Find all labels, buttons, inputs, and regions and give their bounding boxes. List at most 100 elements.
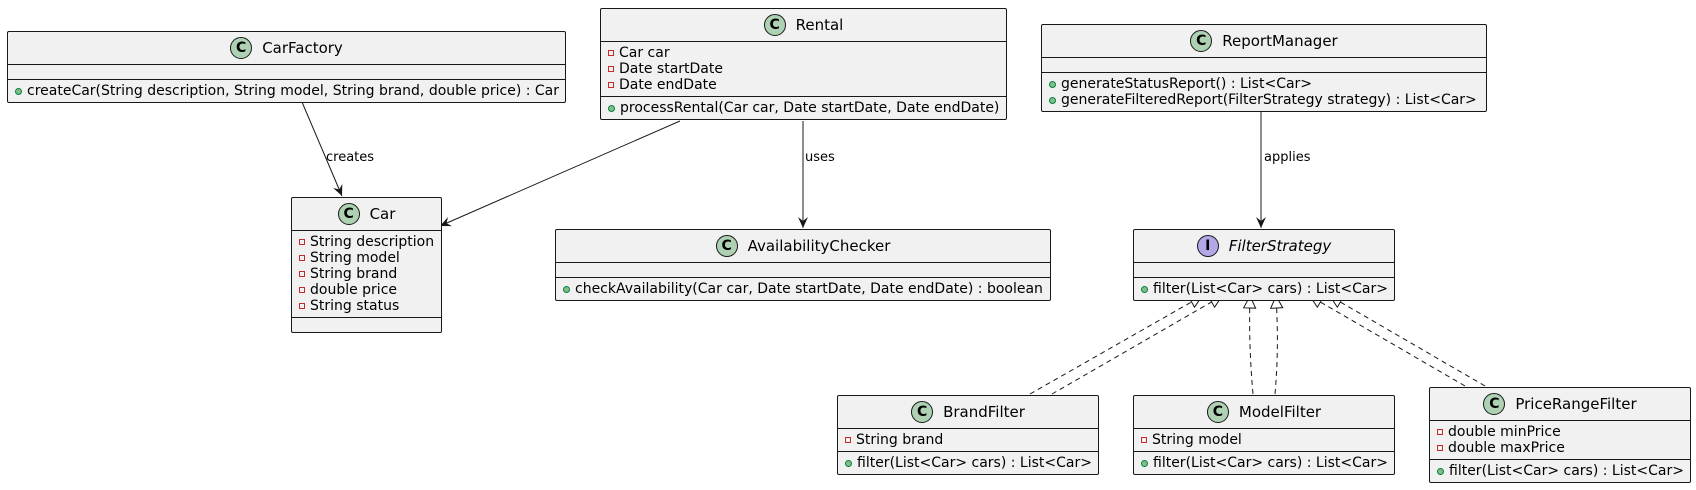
class-filterstrategy[interactable]: I FilterStrategy filter(List<Car> cars) : … (1133, 229, 1395, 301)
method-text: checkAvailability(Car car, Date startDat… (575, 281, 1043, 297)
class-badge-icon: C (1190, 30, 1213, 52)
brandfilter-realizes-strategy-b (1051, 296, 1222, 395)
private-visibility-icon (299, 287, 305, 293)
class-availabilitychecker[interactable]: C AvailabilityChecker checkAvailability(Ca… (555, 229, 1051, 301)
field-text: double price (310, 282, 398, 298)
class-badge-icon: C (337, 203, 360, 225)
method-text: processRental(Car car, Date startDate, D… (620, 100, 1000, 116)
class-header: C ReportManager (1042, 25, 1486, 58)
field-text: double minPrice (1448, 424, 1561, 440)
class-badge-icon: C (763, 14, 786, 36)
private-visibility-icon (1437, 445, 1443, 451)
private-visibility-icon (608, 66, 614, 72)
method-row: processRental(Car car, Date startDate, D… (608, 100, 1000, 116)
fields-section: String model (1134, 429, 1394, 452)
public-visibility-icon (563, 285, 570, 293)
public-visibility-icon (608, 104, 615, 112)
field-row: double minPrice (1437, 424, 1684, 440)
private-visibility-icon (608, 82, 614, 88)
method-text: createCar(String description, String mod… (27, 83, 560, 99)
field-row: double price (299, 282, 435, 298)
methods-section: filter(List<Car> cars) : List<Car> (838, 452, 1098, 474)
pricefilter-realizes-strategy-b (1330, 296, 1486, 387)
class-header: I FilterStrategy (1134, 230, 1394, 263)
methods-section: filter(List<Car> cars) : List<Car> (1134, 278, 1394, 300)
method-row: generateFilteredReport(FilterStrategy st… (1049, 92, 1480, 108)
method-text: generateFilteredReport(FilterStrategy st… (1061, 92, 1477, 108)
methods-section: checkAvailability(Car car, Date startDat… (556, 278, 1050, 300)
class-header: C AvailabilityChecker (556, 230, 1050, 263)
modelfilter-realizes-strategy-b (1275, 296, 1277, 395)
private-visibility-icon (299, 303, 305, 309)
class-name: FilterStrategy (1228, 237, 1332, 255)
uses-label: uses (805, 150, 835, 165)
class-badge-icon: C (1483, 393, 1506, 415)
methods-section (292, 318, 441, 332)
field-text: double maxPrice (1448, 440, 1565, 456)
field-row: String model (1141, 432, 1388, 448)
class-name: CarFactory (262, 39, 343, 57)
methods-section: filter(List<Car> cars) : List<Car> (1430, 460, 1690, 482)
field-text: Date startDate (619, 61, 723, 77)
carfactory-creates-car-arrow (298, 94, 343, 197)
field-row: Date endDate (608, 77, 1000, 93)
methods-section: generateStatusReport() : List<Car>genera… (1042, 73, 1486, 111)
method-row: createCar(String description, String mod… (15, 83, 559, 99)
brandfilter-realizes-strategy-a (1029, 296, 1202, 395)
private-visibility-icon (299, 239, 305, 245)
private-visibility-icon (1437, 429, 1443, 435)
method-row: filter(List<Car> cars) : List<Car> (1141, 455, 1388, 471)
private-visibility-icon (1141, 437, 1147, 443)
field-row: Date startDate (608, 61, 1000, 77)
fields-section (8, 65, 565, 80)
public-visibility-icon (1141, 285, 1148, 293)
class-name: Rental (795, 16, 844, 34)
private-visibility-icon (299, 271, 305, 277)
field-row: String status (299, 298, 435, 314)
method-row: filter(List<Car> cars) : List<Car> (1437, 463, 1684, 479)
method-row: filter(List<Car> cars) : List<Car> (1141, 281, 1388, 297)
public-visibility-icon (1049, 96, 1056, 104)
method-text: filter(List<Car> cars) : List<Car> (1153, 455, 1388, 471)
method-row: checkAvailability(Car car, Date startDat… (563, 281, 1044, 297)
field-row: String brand (845, 432, 1092, 448)
class-reportmanager[interactable]: C ReportManager generateStatusReport() : L… (1041, 24, 1487, 112)
field-text: Car car (619, 45, 670, 61)
fields-section: String brand (838, 429, 1098, 452)
field-text: String brand (310, 266, 398, 282)
class-name: Car (369, 205, 396, 223)
class-badge-icon: C (1206, 401, 1229, 423)
method-text: filter(List<Car> cars) : List<Car> (857, 455, 1092, 471)
methods-section: createCar(String description, String mod… (8, 80, 565, 102)
class-badge-icon: C (715, 235, 738, 257)
class-header: C Car (292, 198, 441, 231)
field-row: String brand (299, 266, 435, 282)
interface-badge-icon: I (1196, 235, 1219, 257)
field-text: Date endDate (619, 77, 717, 93)
modelfilter-realizes-strategy-a (1250, 296, 1253, 395)
class-name: BrandFilter (943, 403, 1025, 421)
class-header: C Rental (601, 9, 1006, 42)
class-name: PriceRangeFilter (1515, 395, 1637, 413)
field-row: String description (299, 234, 435, 250)
fields-section (1134, 263, 1394, 278)
public-visibility-icon (1437, 467, 1444, 475)
class-name: AvailabilityChecker (747, 237, 891, 255)
private-visibility-icon (608, 50, 614, 56)
field-text: String model (310, 250, 400, 266)
public-visibility-icon (1141, 459, 1148, 467)
field-row: String model (299, 250, 435, 266)
field-row: Car car (608, 45, 1000, 61)
field-text: String model (1152, 432, 1242, 448)
class-name: ReportManager (1222, 32, 1338, 50)
field-text: String description (310, 234, 435, 250)
